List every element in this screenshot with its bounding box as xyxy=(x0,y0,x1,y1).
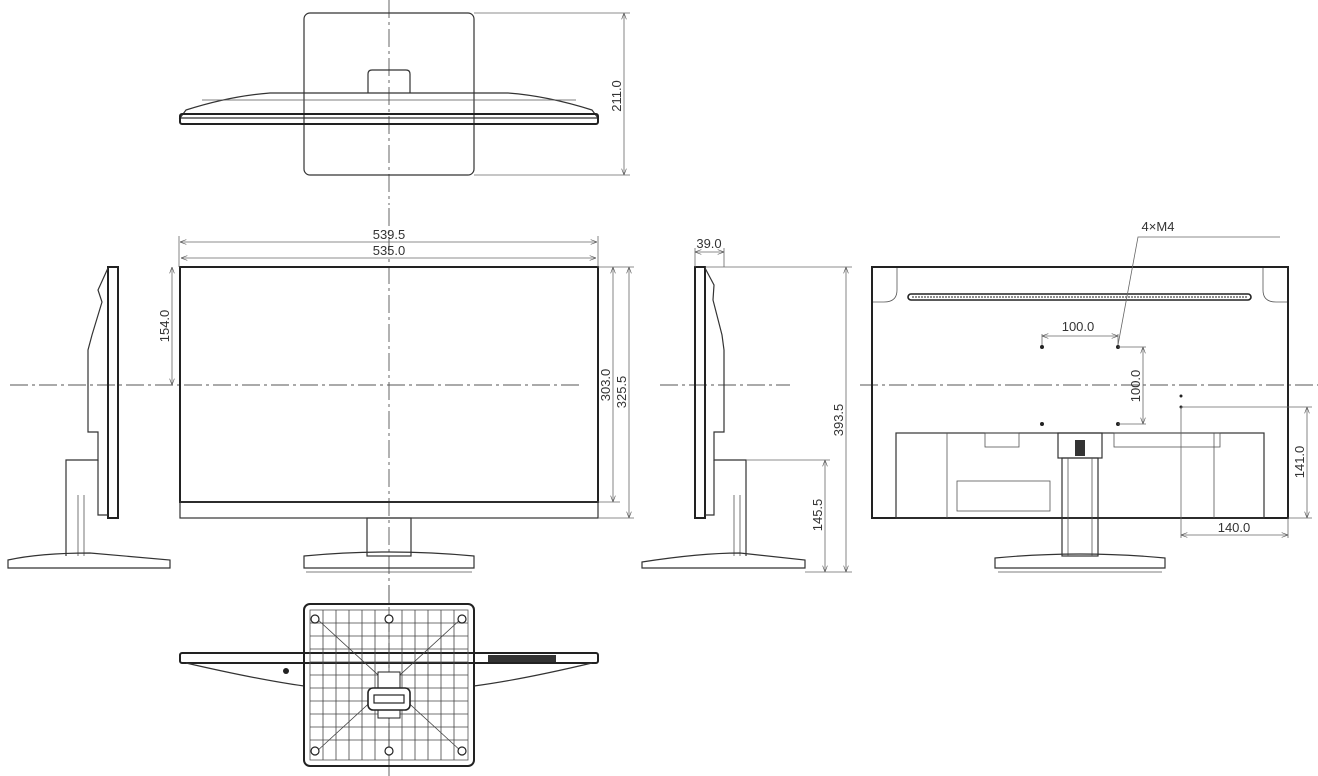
dim-panel-height: 303.0 xyxy=(598,369,613,402)
dim-top-to-center: 154.0 xyxy=(157,310,172,343)
dim-panel-depth: 39.0 xyxy=(696,236,721,251)
dim-overall-height: 393.5 xyxy=(831,404,846,437)
dim-overall-width: 539.5 xyxy=(373,227,406,242)
left-side-view xyxy=(7,266,171,569)
label-vesa-screw: 4×M4 xyxy=(1142,219,1175,234)
vesa-hole-icon xyxy=(1040,345,1044,349)
top-view: 211.0 xyxy=(178,0,630,205)
right-side-view: 39.0 393.5 145.5 xyxy=(641,236,852,573)
rear-view: 100.0 100.0 4×M4 141.0 140.0 xyxy=(860,219,1318,573)
bottom-view xyxy=(179,585,599,776)
dim-vesa-to-bottom: 141.0 xyxy=(1292,446,1307,479)
vesa-hole-icon xyxy=(1040,422,1044,426)
dim-depth-with-stand: 211.0 xyxy=(609,80,624,112)
dim-panel-width: 535.0 xyxy=(373,243,406,258)
dim-vesa-to-side: 140.0 xyxy=(1218,520,1251,535)
dim-stand-height: 145.5 xyxy=(810,499,825,532)
dim-vesa-horizontal: 100.0 xyxy=(1062,319,1095,334)
dim-overall-panel-height: 325.5 xyxy=(614,376,629,409)
dim-vesa-vertical: 100.0 xyxy=(1128,370,1143,403)
front-view: 539.5 535.0 154.0 303.0 325.5 xyxy=(10,208,634,600)
